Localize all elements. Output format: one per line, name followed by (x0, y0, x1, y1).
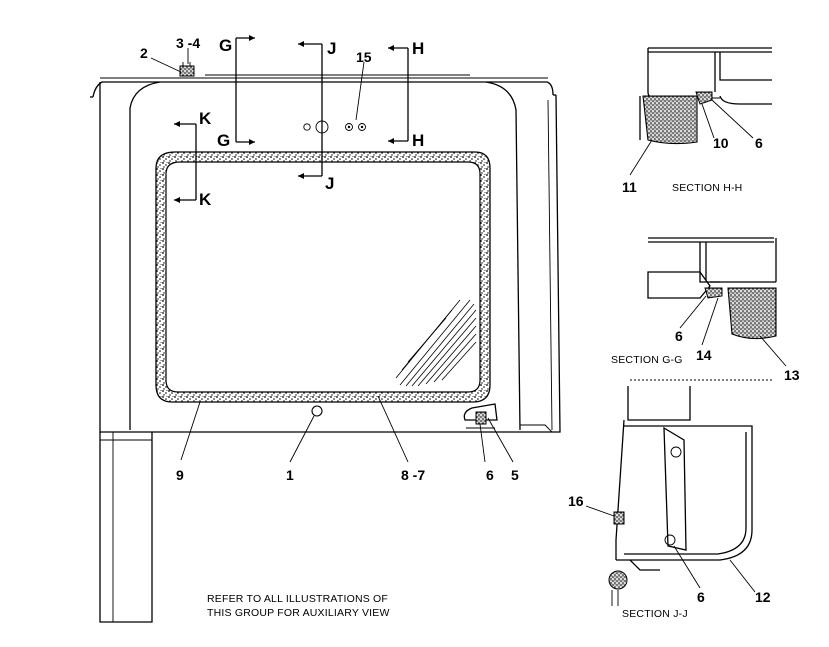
callout-1: 1 (286, 467, 294, 483)
caption-section-hh: SECTION H-H (672, 182, 742, 194)
callout-6-main: 6 (486, 467, 494, 483)
callout-3-4: 3 -4 (176, 35, 200, 51)
callout-8-7: 8 -7 (401, 467, 425, 483)
section-j-j (585, 379, 774, 606)
section-h-h (629, 47, 772, 176)
caption-section-gg: SECTION G-G (611, 354, 683, 366)
callout-11: 11 (622, 179, 637, 195)
reference-note: REFER TO ALL ILLUSTRATIONS OF THIS GROUP… (207, 593, 390, 619)
cab-main-view (90, 35, 561, 623)
marker-g-bottom: G (217, 131, 230, 150)
callout-labels: 2 3 -4 15 9 1 8 -7 6 5 11 10 6 6 14 13 1… (140, 35, 800, 605)
callout-14: 14 (696, 347, 712, 363)
section-captions: SECTION H-H SECTION G-G SECTION J-J (611, 182, 742, 620)
roof-bracket (179, 65, 195, 77)
marker-j-top: J (327, 39, 336, 58)
marker-h-bottom: H (412, 131, 424, 150)
caption-section-jj: SECTION J-J (622, 608, 688, 620)
callout-9: 9 (176, 467, 184, 483)
callout-6-hh: 6 (755, 135, 763, 151)
glass-reflection-hatch (395, 299, 477, 387)
callout-6-gg: 6 (675, 328, 683, 344)
note-line-1: REFER TO ALL ILLUSTRATIONS OF (207, 593, 388, 605)
fastener-16 (613, 511, 625, 525)
note-line-2: THIS GROUP FOR AUXILIARY VIEW (207, 607, 390, 619)
hole-icon (358, 123, 366, 131)
hole-icon (303, 123, 311, 131)
callout-16: 16 (568, 493, 584, 509)
marker-h-top: H (412, 39, 424, 58)
section-marker-g (235, 35, 255, 145)
section-marker-letters: G G J J H H K K (199, 36, 424, 209)
section-marker-j (298, 41, 323, 179)
foam-11 (642, 95, 698, 145)
marker-k-top: K (199, 109, 212, 128)
callout-13: 13 (784, 367, 800, 383)
hole-icon (345, 123, 353, 131)
marker-k-bottom: K (199, 190, 212, 209)
foam-13 (727, 287, 777, 340)
callout-5: 5 (511, 467, 519, 483)
marker-j-bottom: J (325, 174, 334, 193)
callout-12: 12 (755, 589, 771, 605)
callout-2: 2 (140, 45, 148, 61)
section-marker-k (174, 121, 197, 203)
window-glass (165, 161, 481, 393)
callout-15: 15 (356, 49, 372, 65)
bolt-1 (311, 405, 323, 417)
section-marker-h (388, 45, 409, 144)
callout-10: 10 (713, 135, 729, 151)
callout-6-jj: 6 (697, 589, 705, 605)
leader-lines-main (150, 48, 514, 463)
section-g-g (647, 237, 787, 367)
marker-g-top: G (219, 36, 232, 55)
latch-knob (608, 570, 628, 590)
